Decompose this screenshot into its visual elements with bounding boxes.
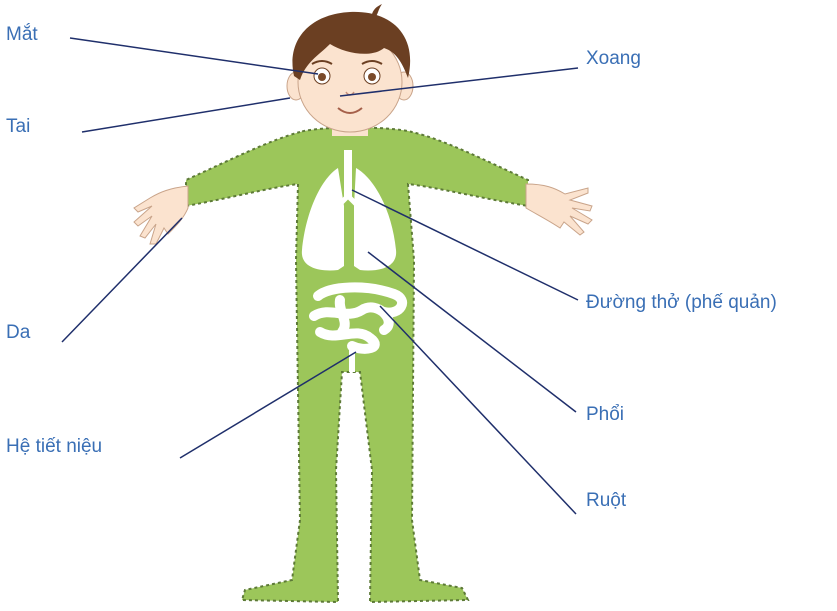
leader-skin xyxy=(62,218,182,342)
right-hand xyxy=(526,184,592,235)
right-pupil xyxy=(368,73,376,81)
hair-tuft xyxy=(372,4,382,16)
label-eye: Mắt xyxy=(6,24,38,46)
label-intestine: Ruột xyxy=(586,490,626,512)
label-airway: Đường thở (phế quản) xyxy=(586,292,777,314)
label-sinus: Xoang xyxy=(586,48,641,70)
leader-ear xyxy=(82,98,290,132)
trachea xyxy=(344,150,352,198)
label-ear: Tai xyxy=(6,116,30,138)
leader-eye xyxy=(70,38,318,74)
label-lung: Phổi xyxy=(586,404,624,426)
left-hand xyxy=(134,186,188,244)
label-urinary: Hệ tiết niệu xyxy=(6,436,102,458)
label-skin: Da xyxy=(6,322,30,344)
left-pupil xyxy=(318,73,326,81)
